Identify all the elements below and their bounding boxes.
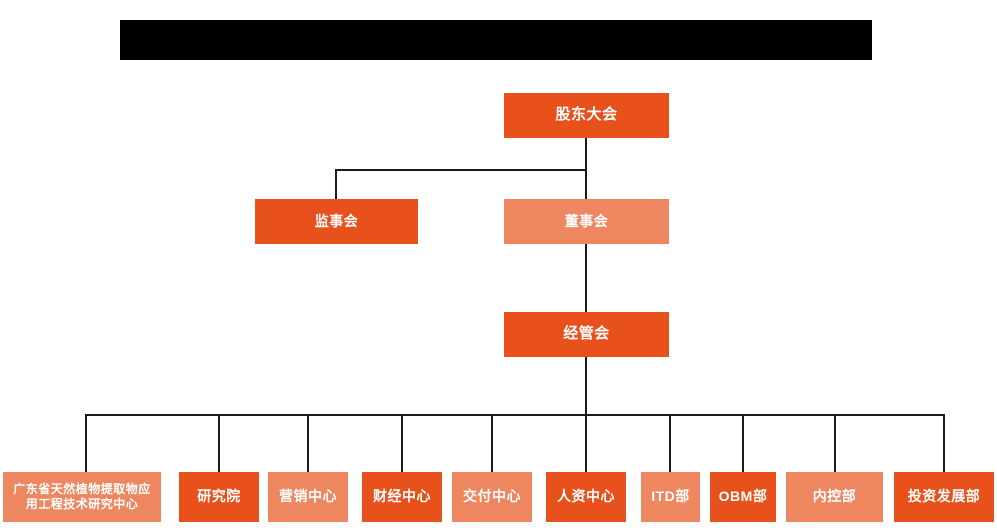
node-marketing-center[interactable]: 营销中心	[268, 472, 348, 522]
connector-drop-investment	[943, 414, 945, 472]
connector-level2-bus	[335, 169, 587, 171]
connector-departments-bus	[85, 414, 944, 416]
connector-drop-internal-control	[834, 414, 836, 472]
node-obm-department[interactable]: OBM部	[710, 472, 776, 522]
connector-drop-hr	[585, 414, 587, 472]
node-delivery-center[interactable]: 交付中心	[452, 472, 532, 522]
connector-management-to-bus	[585, 357, 587, 415]
node-finance-center-label: 财经中心	[373, 488, 431, 505]
node-investment-development-department-label: 投资发展部	[907, 488, 981, 505]
connector-split-to-directors	[585, 169, 587, 200]
connector-split-to-supervisors	[335, 169, 337, 200]
node-hr-center-label: 人资中心	[557, 488, 615, 505]
node-shareholders-meeting-label: 股东大会	[555, 106, 618, 124]
node-board-of-supervisors[interactable]: 监事会	[255, 199, 418, 244]
node-guangdong-research-center[interactable]: 广东省天然植物提取物应 用工程技术研究中心	[3, 472, 161, 522]
node-itd-department[interactable]: ITD部	[641, 472, 700, 522]
redacted-title-bar	[120, 20, 872, 60]
node-investment-development-department[interactable]: 投资发展部	[894, 472, 994, 522]
connector-drop-obm	[742, 414, 744, 472]
connector-drop-delivery	[491, 414, 493, 472]
node-finance-center[interactable]: 财经中心	[362, 472, 442, 522]
connector-drop-itd	[669, 414, 671, 472]
node-internal-control-department[interactable]: 内控部	[786, 472, 883, 522]
node-board-of-directors[interactable]: 董事会	[504, 199, 669, 244]
connector-shareholders-to-split	[585, 138, 587, 171]
connector-drop-research	[218, 414, 220, 472]
node-delivery-center-label: 交付中心	[463, 488, 521, 505]
node-research-institute[interactable]: 研究院	[179, 472, 259, 522]
node-management-committee[interactable]: 经管会	[504, 312, 669, 357]
node-management-committee-label: 经管会	[563, 325, 610, 343]
connector-directors-to-management	[585, 244, 587, 313]
node-board-of-supervisors-label: 监事会	[314, 212, 359, 229]
node-hr-center[interactable]: 人资中心	[546, 472, 626, 522]
node-shareholders-meeting[interactable]: 股东大会	[504, 93, 669, 138]
node-internal-control-department-label: 内控部	[812, 488, 857, 505]
node-obm-department-label: OBM部	[718, 488, 768, 505]
connector-drop-finance	[401, 414, 403, 472]
node-research-institute-label: 研究院	[197, 488, 241, 505]
node-marketing-center-label: 营销中心	[279, 488, 337, 505]
node-itd-department-label: ITD部	[651, 488, 690, 505]
connector-drop-marketing	[307, 414, 309, 472]
node-board-of-directors-label: 董事会	[564, 212, 609, 229]
node-guangdong-research-center-label: 广东省天然植物提取物应 用工程技术研究中心	[13, 482, 151, 511]
connector-drop-guangdong	[85, 414, 87, 472]
